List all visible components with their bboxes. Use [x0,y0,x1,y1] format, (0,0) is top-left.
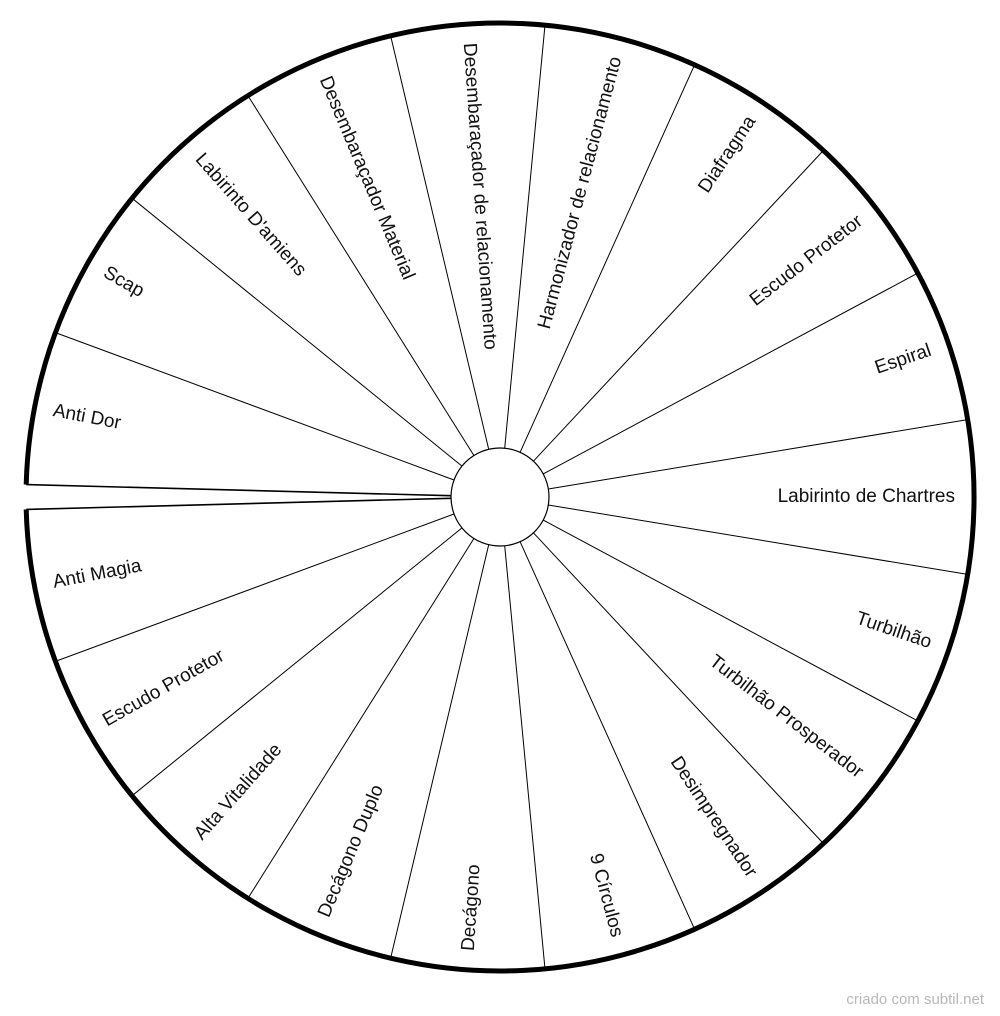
sector-label: Anti Dor [51,400,123,434]
sector-divider [542,272,919,475]
sector-label: Decágono [458,864,485,952]
sector-divider [131,527,463,797]
sector-label: 9 Círculos [585,851,627,939]
sector-divider [247,95,475,456]
sector-label: Turbilhão Prosperador [705,651,868,783]
sector-label: Escudo Protetor [99,645,228,731]
sector-divider [55,513,455,662]
sector-divider [504,545,546,969]
sector-divider [548,419,968,490]
sector-label: Labirinto de Chartres [778,486,955,507]
sector-divider [519,541,696,930]
sector-label: Decágono Duplo [314,782,388,921]
sector-divider [247,538,475,899]
sector-label: Harmonizador de relacionamento [534,54,626,331]
sector-divider [542,519,919,722]
sector-divider [548,504,968,575]
sector-divider [390,544,490,959]
sector-divider [55,332,455,481]
sector-label: Desimpregnador [666,753,762,882]
sector-divider [504,25,546,449]
sector-lines [26,25,968,969]
sector-divider [131,197,463,467]
center-hub [450,447,550,547]
credit-text: criado com subtil.net [846,991,984,1008]
sector-divider [26,497,452,511]
sector-label: Alta Vitalidade [190,740,286,845]
sector-label: Escudo Protetor [746,210,867,310]
sector-divider [533,150,824,462]
sector-divider [26,483,452,497]
sector-label: Scap [100,262,148,302]
sector-divider [519,64,696,453]
sector-label: Desembaraçador Material [315,73,419,283]
sector-divider [390,35,490,450]
sector-label: Diafragma [694,112,760,197]
sector-divider [533,532,824,844]
sector-label: Desembaraçador de relacionamento [459,42,501,350]
outer-rim [23,20,977,974]
sector-label: Turbilhão [853,608,934,653]
sector-label: Anti Magia [51,555,144,593]
sector-label: Espiral [872,340,934,379]
